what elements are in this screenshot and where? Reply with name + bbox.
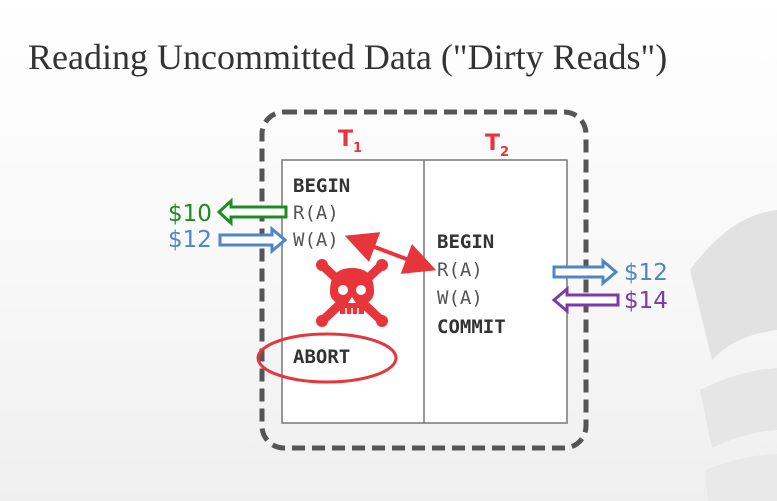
read-left-arrow-icon — [216, 197, 288, 227]
slide-title: Reading Uncommitted Data ("Dirty Reads") — [28, 37, 668, 77]
t1-write-value: $12 — [168, 227, 212, 253]
t1-read: R(A) — [293, 202, 339, 224]
t2-read: R(A) — [437, 259, 483, 281]
t2-write: W(A) — [437, 287, 483, 309]
t1-abort: ABORT — [293, 346, 350, 368]
t2-write-value: $14 — [624, 288, 668, 314]
t1-header: T1 — [338, 127, 362, 156]
abort-highlight-ellipse — [256, 332, 398, 384]
skull-crossbones-icon — [316, 259, 388, 327]
t2-read-right-arrow-icon — [552, 257, 619, 287]
write-right-arrow-icon — [218, 225, 288, 255]
t2-commit: COMMIT — [437, 316, 506, 338]
t2-begin: BEGIN — [437, 231, 494, 253]
t1-write: W(A) — [293, 229, 339, 251]
schedule-frame — [259, 109, 589, 451]
t2-write-left-arrow-icon — [551, 285, 620, 315]
double-headed-arrow-icon — [344, 232, 437, 274]
t2-read-value: $12 — [624, 260, 668, 286]
t1-begin: BEGIN — [293, 175, 350, 197]
t2-header: T2 — [485, 131, 509, 160]
t1-read-value: $10 — [168, 201, 212, 227]
